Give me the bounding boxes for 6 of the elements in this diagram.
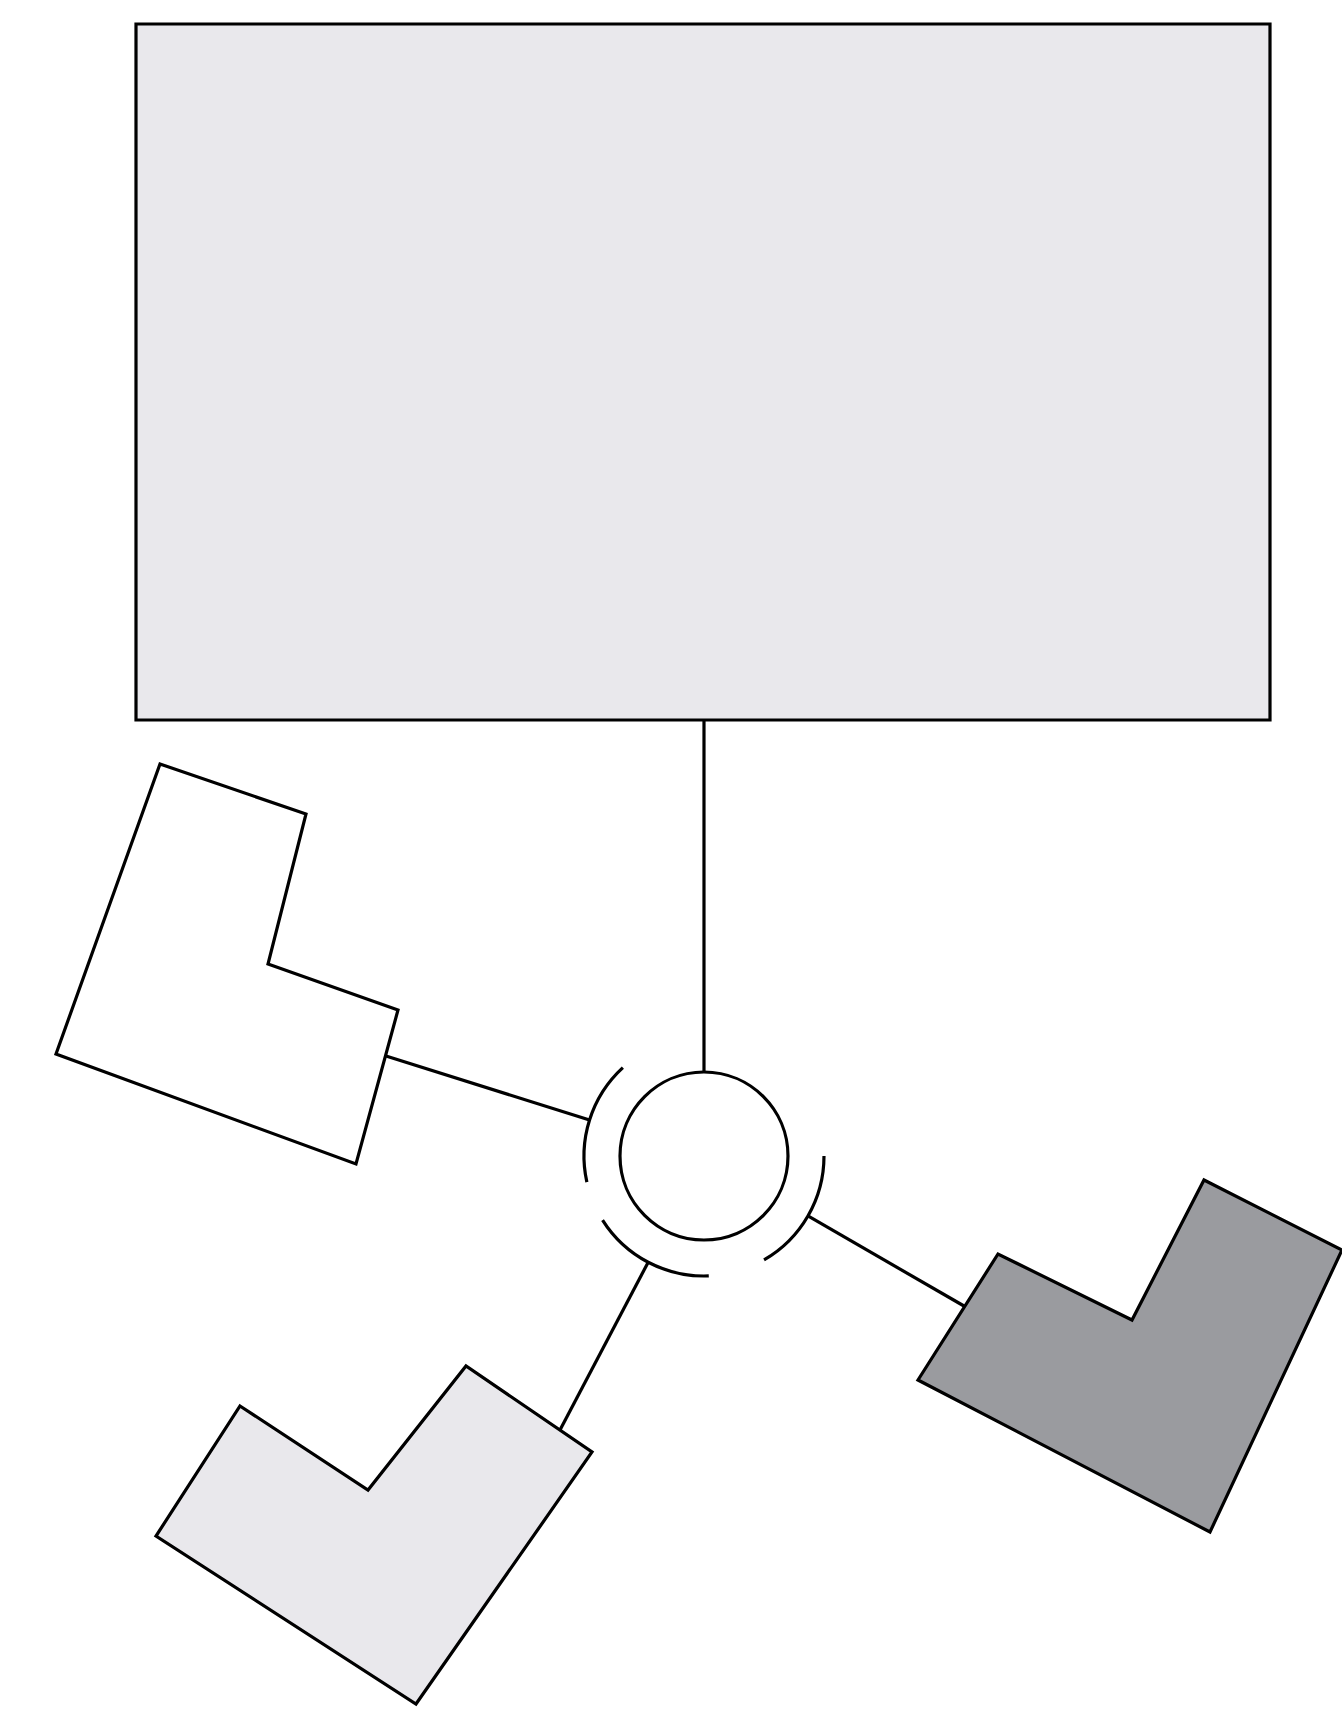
- connector-line: [702, 720, 706, 1072]
- connector-line: [558, 1261, 650, 1431]
- connector-line: [807, 1214, 965, 1308]
- interface-circle: [618, 1070, 790, 1242]
- connector-line: [385, 1054, 591, 1122]
- component-box: [134, 22, 1272, 722]
